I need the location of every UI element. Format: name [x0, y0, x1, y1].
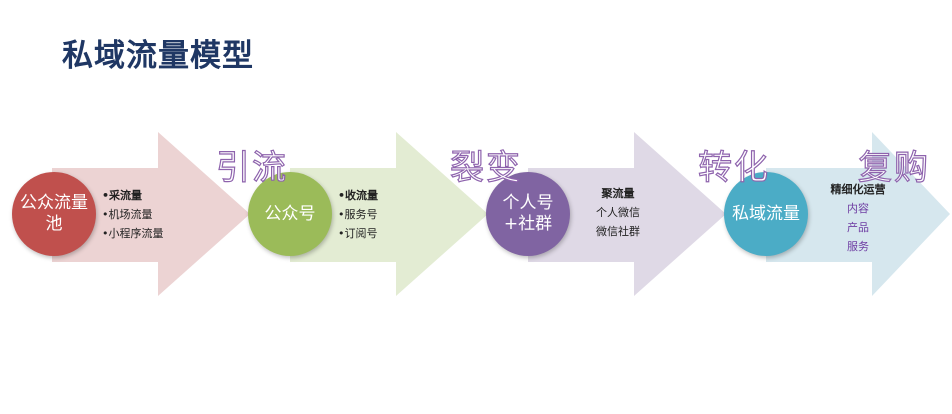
stage-bullets-3: 聚流量 个人微信 微信社群 [578, 184, 658, 241]
page-title: 私域流量模型 [62, 38, 254, 74]
arrow-3 [528, 132, 726, 296]
stage-circle-label: 个人号+社群 [502, 193, 554, 234]
stage-circle-private-traffic: 私域流量 [724, 172, 808, 256]
bullet-item: •小程序流量 [102, 227, 164, 240]
bullet-item: •机场流量 [102, 208, 153, 221]
transition-label-attract: 引流 [215, 147, 288, 188]
stage-bullets-4: 精细化运营 内容 产品 服务 [818, 180, 898, 256]
arrow-1 [52, 132, 250, 296]
bullet-item: •采流量 [102, 189, 143, 202]
bullet-item: 服务 [847, 240, 869, 253]
transition-label-convert: 转化 [697, 147, 770, 188]
transition-label-repurchase: 复购 [857, 147, 930, 188]
stage-circle-public-pool: 公众流量池 [12, 172, 96, 256]
bullet-item: •收流量 [338, 189, 379, 202]
arrow-2 [290, 132, 488, 296]
stage-circle-label: 私域流量 [732, 203, 800, 224]
bullet-item: 精细化运营 [830, 183, 886, 196]
bullet-item: 产品 [847, 221, 869, 234]
bullet-item: 内容 [847, 202, 869, 215]
stage-circle-label: 公众流量池 [20, 193, 88, 234]
stage-bullets-1: •采流量 •机场流量 •小程序流量 [102, 186, 164, 243]
stage-bullets-2: •收流量 •服务号 •订阅号 [338, 186, 378, 243]
bullet-item: •订阅号 [338, 227, 378, 240]
stage-circle-label: 公众号 [264, 203, 316, 224]
bullet-item: 个人微信 [596, 206, 640, 219]
bullet-item: •服务号 [338, 208, 378, 221]
bullet-item: 聚流量 [601, 187, 635, 200]
stage-circle-personal-group: 个人号+社群 [486, 172, 570, 256]
stage-circle-official-account: 公众号 [248, 172, 332, 256]
arrow-4 [766, 132, 950, 296]
bullet-item: 微信社群 [596, 225, 640, 238]
transition-label-fission: 裂变 [449, 147, 522, 188]
